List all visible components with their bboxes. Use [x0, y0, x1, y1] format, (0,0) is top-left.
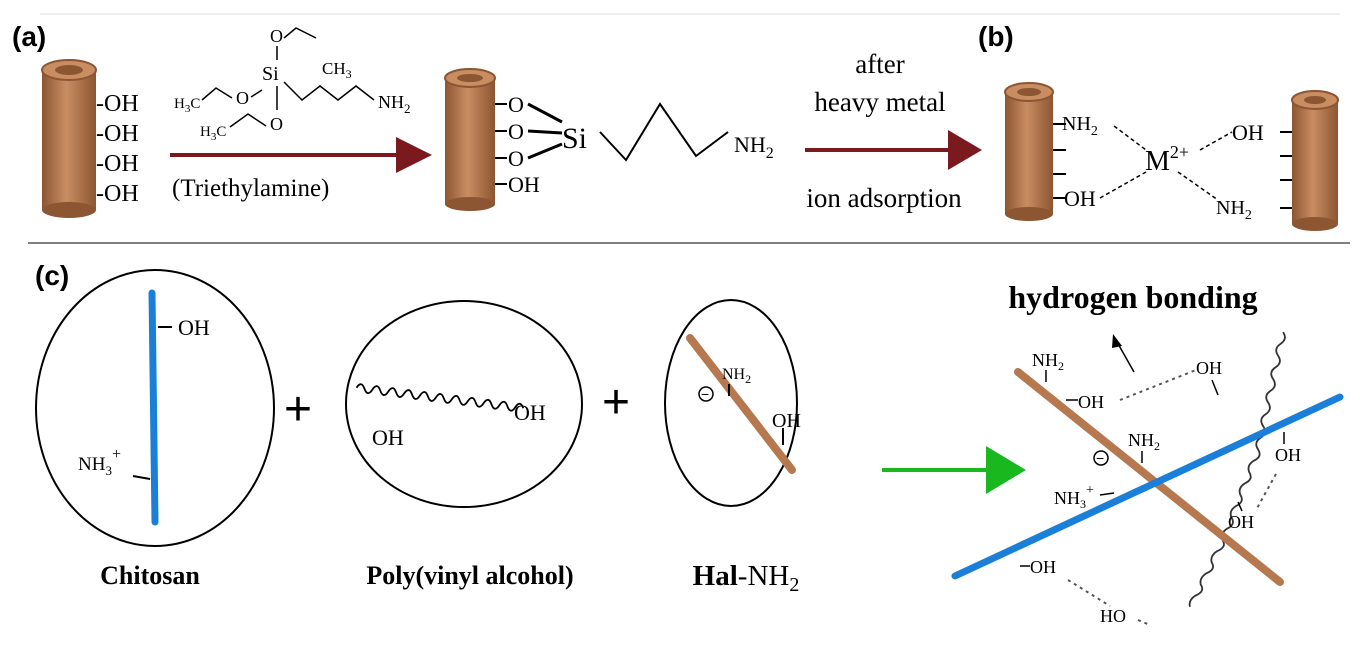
catalyst-label: (Triethylamine)	[172, 175, 329, 202]
group-label: NH3+	[1054, 483, 1094, 511]
adsorption-label: after heavy metal ion adsorption	[806, 49, 962, 213]
group-label: NH2	[1128, 430, 1160, 453]
hydroxyl-label: -OH	[96, 91, 139, 117]
mixing-arrow	[882, 446, 1026, 494]
panel-label-a: (a)	[12, 21, 46, 52]
atom-si: Si	[562, 122, 587, 155]
atom-si: Si	[262, 63, 279, 85]
atom-o: O	[270, 114, 283, 134]
tube-hydroxyl-groups: -OH -OH -OH -OH	[96, 91, 139, 207]
atom-o: O	[508, 92, 524, 117]
negative-charge: −	[1096, 450, 1104, 466]
hydrogen-bond-network: NH2 OH OH NH2 OH NH3+ − OH OH HO	[951, 331, 1344, 626]
group-label: HO	[1100, 606, 1126, 626]
halloysite-circle: NH2 − OH	[664, 299, 801, 507]
surface-ticks	[1053, 123, 1292, 209]
ammonium-label: NH3+	[78, 446, 121, 478]
halloysite-tube-start	[41, 59, 97, 218]
hydroxyl-label: -OH	[96, 121, 139, 147]
atom-o: O	[508, 119, 524, 144]
halloysite-tube-right	[1291, 90, 1339, 231]
hydroxyl-label: OH	[372, 425, 404, 450]
label-line: after	[855, 49, 904, 79]
panel-label-b: (b)	[978, 21, 1014, 52]
aptes-structure: O CH3 Si H3C O NH2 O H3C	[174, 26, 411, 143]
hydroxyl-right: OH	[1232, 120, 1264, 145]
halloysite-tube-left	[1004, 82, 1054, 221]
atom-o: O	[508, 146, 524, 171]
panel-label-c: (c)	[35, 260, 69, 291]
component-name-pva: Poly(vinyl alcohol)	[366, 561, 573, 590]
group-label: OH	[1030, 557, 1056, 577]
negative-charge: −	[701, 386, 709, 402]
atom-nh2: NH2	[734, 132, 774, 162]
hydroxyl-label: OH	[514, 400, 546, 425]
metal-complex: NH2 OH OH NH2 M2+	[1062, 113, 1264, 223]
group-label: NH2	[1032, 350, 1064, 373]
reaction-arrow-1	[170, 137, 432, 173]
hydroxyl-label: OH	[178, 315, 210, 340]
component-name-hal: Hal-NH2	[693, 560, 800, 596]
atom-oh: OH	[508, 172, 540, 197]
label-line: ion adsorption	[806, 183, 962, 213]
group-label: OH	[1275, 445, 1301, 465]
atom-ch3: CH3	[322, 59, 352, 81]
amine-left: NH2	[1062, 113, 1098, 139]
amine-label: NH2	[722, 366, 751, 386]
atom-h3c: H3C	[174, 96, 200, 115]
hydroxyl-label: -OH	[96, 151, 139, 177]
halloysite-tube-grafted	[444, 68, 496, 211]
component-name-chitosan: Chitosan	[100, 561, 200, 590]
group-label: OH	[1078, 392, 1104, 412]
pva-circle: OH OH	[345, 300, 583, 508]
label-line: heavy metal	[814, 87, 945, 117]
result-title: hydrogen bonding	[1008, 279, 1257, 315]
atom-nh2: NH2	[378, 92, 411, 116]
atom-h3c: H3C	[200, 124, 226, 143]
hydroxyl-label: OH	[772, 410, 801, 432]
chitosan-circle: OH NH3+	[35, 269, 275, 547]
hydroxyl-label: -OH	[96, 181, 139, 207]
component-names: Chitosan Poly(vinyl alcohol) Hal-NH2	[100, 560, 799, 596]
atom-o: O	[270, 26, 283, 46]
plus-sign: +	[602, 376, 630, 429]
amine-right: NH2	[1216, 197, 1252, 223]
group-label: OH	[1228, 512, 1254, 532]
atom-o: O	[236, 88, 249, 108]
group-label: OH	[1196, 358, 1222, 378]
hydroxyl-left: OH	[1064, 186, 1096, 211]
metal-ion: M2+	[1145, 142, 1189, 177]
plus-sign: +	[284, 383, 312, 436]
reaction-arrow-2	[805, 130, 982, 170]
grafted-silane: O O O OH Si NH2	[495, 92, 774, 197]
